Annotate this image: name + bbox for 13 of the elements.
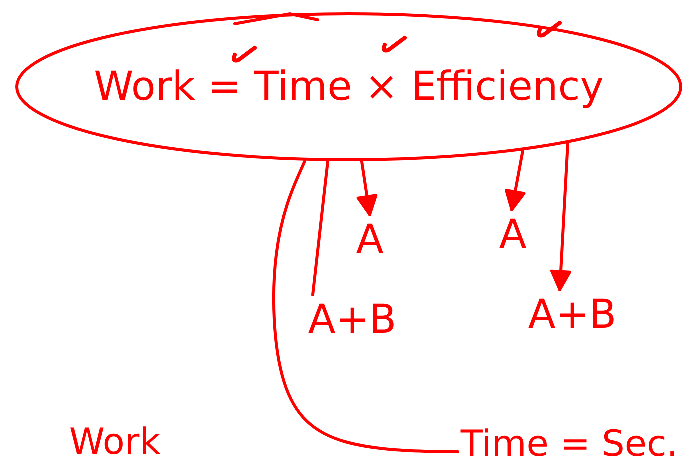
- arrow: [550, 142, 572, 292]
- handwritten-text: Work: [55, 418, 175, 466]
- arrow: [504, 150, 526, 212]
- ellipse-outline: [15, 12, 683, 162]
- handwritten-text: A+B: [525, 290, 620, 340]
- connector-line: [272, 160, 460, 454]
- handwritten-text: A+B: [305, 295, 400, 345]
- handwritten-text: A: [493, 210, 533, 260]
- arrow: [356, 160, 378, 216]
- formula-text: Work = Time × Efficiency: [94, 64, 604, 110]
- connector-line: [312, 160, 330, 296]
- handwritten-text: Time = Sec.: [462, 420, 677, 468]
- handwritten-text: A: [350, 215, 390, 265]
